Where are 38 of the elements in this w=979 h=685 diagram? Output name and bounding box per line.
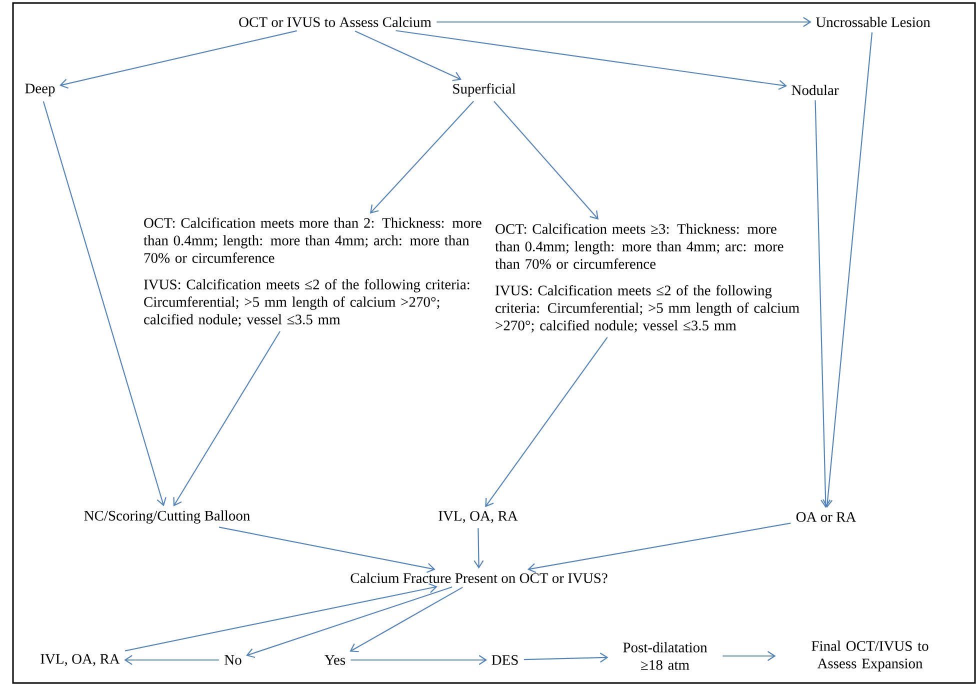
arrow (370, 100, 474, 214)
flow-label: NC/Scoring/Cutting Balloon (84, 510, 250, 524)
arrow (59, 30, 297, 89)
arrow (218, 526, 436, 573)
flow-label: OA or RA (796, 512, 856, 522)
flow-label: Calcium Fracture Present on OCT or IVUS? (350, 572, 608, 584)
flow-label: Post-dilatation ≥18 atm (623, 642, 708, 670)
arrow (485, 336, 608, 508)
flow-label: Superficial (453, 83, 516, 97)
criteria-text: OCT: Calcification meets ≥3: Thickness: more than 0.4mm; length: more than 4mm; arc: more than 70% or circumference IVUS: Calcification meets ≤2 of the following criteria: Circumferential; >5 mm length of calcium >270°; calcified nodule; vessel ≤3.5 mm (495, 224, 800, 332)
flow-label: IVL, OA, RA (438, 511, 518, 523)
flow-label: Final OCT/IVUS to Assess Expansion (812, 640, 928, 672)
arrow (246, 586, 452, 658)
arrow (494, 100, 599, 220)
flow-label: Deep (25, 84, 55, 96)
arrow (396, 30, 788, 90)
arrow (722, 651, 776, 661)
flow-label: OCT or IVUS to Assess Calcium (239, 16, 432, 28)
arrow (527, 522, 791, 574)
arrow (124, 583, 438, 652)
flow-label: No (224, 655, 242, 665)
arrow (350, 586, 463, 652)
arrow (436, 17, 812, 27)
flow-label: Uncrossable Lesion (816, 16, 930, 28)
arrow (814, 100, 831, 508)
arrow (524, 652, 608, 663)
arrow (42, 101, 166, 506)
criteria-text: OCT: Calcification meets more than 2: Thickness: more than 0.4mm; length: more than 4mm; arch: more than 70% or circumference IVUS: Calcification meets ≤2 of the following criteria: Circumferential; >5 mm length of calcium >270°; calcified nodule; vessel ≤3.5 mm (144, 218, 482, 326)
arrow (474, 528, 484, 569)
arrow (173, 331, 280, 506)
arrow (124, 655, 219, 665)
flow-label: Yes (324, 655, 346, 665)
arrow (822, 32, 873, 508)
arrow (350, 655, 488, 665)
flow-label: IVL, OA, RA (40, 654, 120, 666)
flow-label: DES (492, 655, 518, 665)
arrow (354, 30, 462, 82)
flow-label: Nodular (792, 84, 839, 96)
